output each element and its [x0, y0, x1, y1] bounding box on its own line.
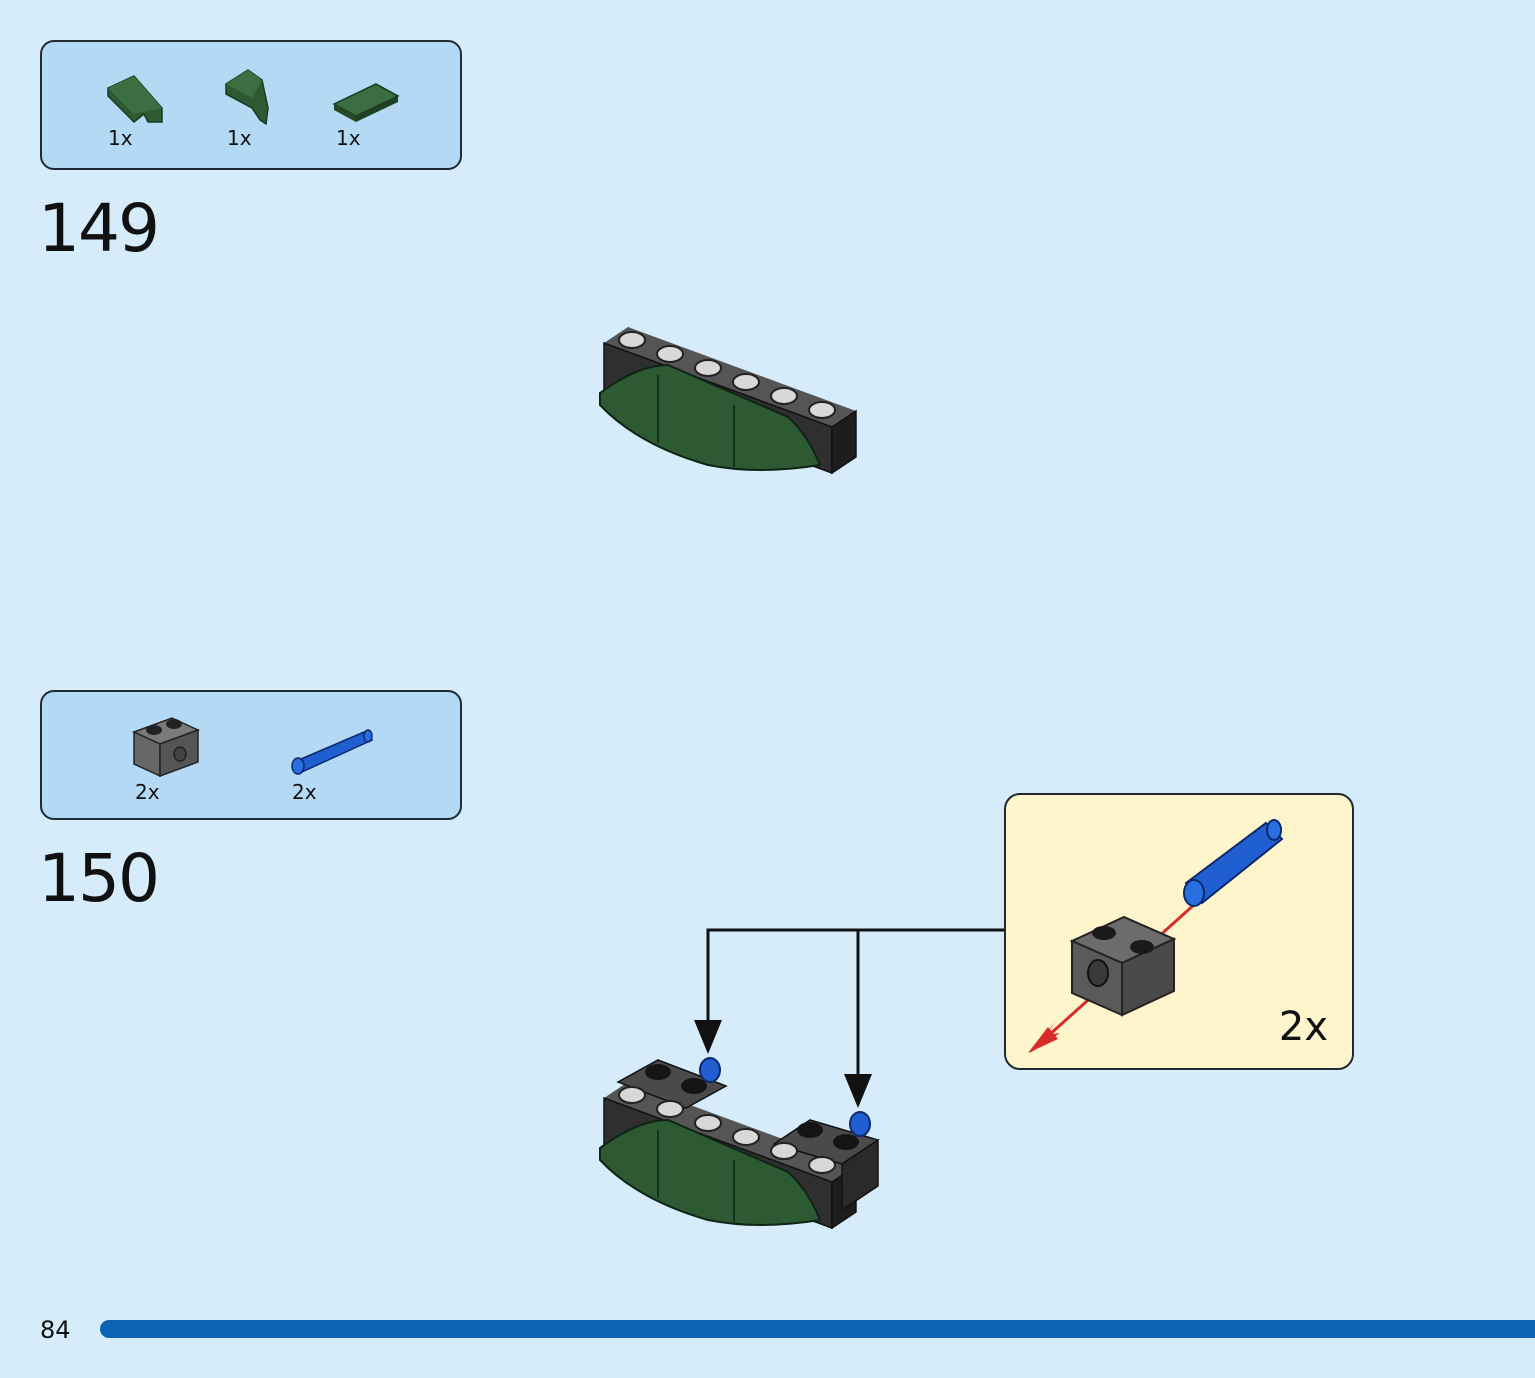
- sub-assembly-callout: 2x: [1004, 793, 1354, 1070]
- dark-green-tile-icon: [332, 83, 400, 122]
- callout-qty: 2x: [1278, 1004, 1328, 1050]
- part-qty: 2x: [135, 780, 160, 804]
- step-number-150: 150: [38, 840, 160, 917]
- part-qty: 1x: [227, 126, 252, 150]
- page-accent-bar: [100, 1320, 1535, 1338]
- part-qty: 2x: [292, 780, 317, 804]
- sub-assembly-illustration: [1028, 819, 1284, 1053]
- blue-technic-pin-icon: [1183, 819, 1284, 907]
- step-150-model-illustration: [599, 1057, 880, 1230]
- parts-list-step-150: 2x 2x: [40, 690, 462, 820]
- parts-list-step-149: 1x 1x 1x: [40, 40, 462, 170]
- step-number-149: 149: [38, 190, 160, 267]
- part-qty: 1x: [336, 126, 361, 150]
- dark-gray-technic-brick-icon: [132, 717, 200, 778]
- page-number: 84: [40, 1316, 71, 1344]
- part-qty: 1x: [108, 126, 133, 150]
- dark-gray-technic-brick-icon: [1069, 915, 1177, 1017]
- dark-green-wedge-plate-icon: [107, 75, 163, 124]
- dark-green-wedge-slope-icon: [225, 69, 269, 126]
- step-149-model-illustration: [599, 327, 857, 475]
- blue-technic-pin-icon: [291, 729, 374, 775]
- placement-arrows: [694, 928, 1004, 1108]
